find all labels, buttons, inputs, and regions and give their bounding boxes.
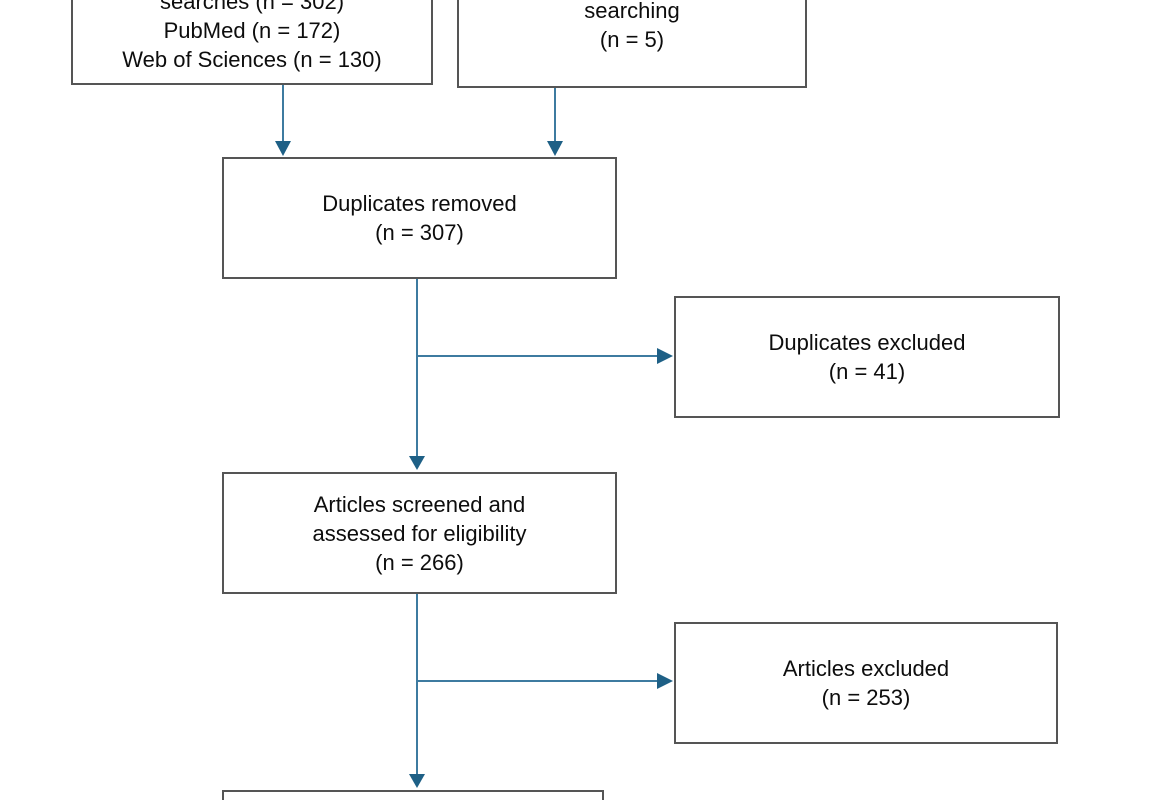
box-line: (n = 266) <box>375 549 464 575</box>
arrow-manual-to-duplicates-removed <box>547 88 563 156</box>
box-duplicates-removed: Duplicates removed (n = 307) <box>222 157 617 279</box>
arrow-removed-to-screened <box>409 279 425 470</box>
box-line: Articles excluded <box>782 656 950 681</box>
box-line: (n = 253) <box>821 685 911 710</box>
box-final-cutoff <box>222 790 604 800</box>
box-duplicates-excluded: Duplicates excluded (n = 41) <box>674 296 1060 418</box>
arrow-screened-to-final <box>409 594 425 788</box>
arrowhead-right-icon <box>657 348 673 364</box>
arrow-branch-duplicates-excluded <box>417 348 673 364</box>
box-articles-screened: Articles screened and assessed for eligi… <box>222 472 617 594</box>
box-line: (n = 41) <box>828 359 906 384</box>
box-manual-searching: searching (n = 5) <box>457 0 807 88</box>
box-line: PubMed (n = 172) <box>163 18 341 43</box>
arrow-database-to-duplicates-removed <box>275 85 291 156</box>
box-line: Web of Sciences (n = 130) <box>122 47 382 72</box>
arrowhead-right-icon <box>657 673 673 689</box>
box-line: searching <box>584 0 680 23</box>
arrowhead-down-icon <box>275 141 291 156</box>
arrow-branch-articles-excluded <box>417 673 673 689</box>
box-articles-excluded: Articles excluded (n = 253) <box>674 622 1058 744</box>
box-line: Duplicates removed <box>322 191 517 216</box>
box-database-searches-text: searches (n = 302) PubMed (n = 172) Web … <box>73 0 431 74</box>
arrowhead-down-icon <box>409 774 425 788</box>
box-manual-searching-text: searching (n = 5) <box>459 0 805 54</box>
box-line: searches (n = 302) <box>159 0 345 14</box>
arrowhead-down-icon <box>547 141 563 156</box>
box-database-searches: searches (n = 302) PubMed (n = 172) Web … <box>71 0 433 85</box>
arrowhead-down-icon <box>409 456 425 470</box>
box-line: (n = 5) <box>599 27 665 52</box>
box-line: Articles screened and <box>313 491 526 517</box>
box-line: assessed for eligibility <box>312 520 527 546</box>
box-line: (n = 307) <box>375 220 464 245</box>
box-line: Duplicates excluded <box>768 330 966 355</box>
